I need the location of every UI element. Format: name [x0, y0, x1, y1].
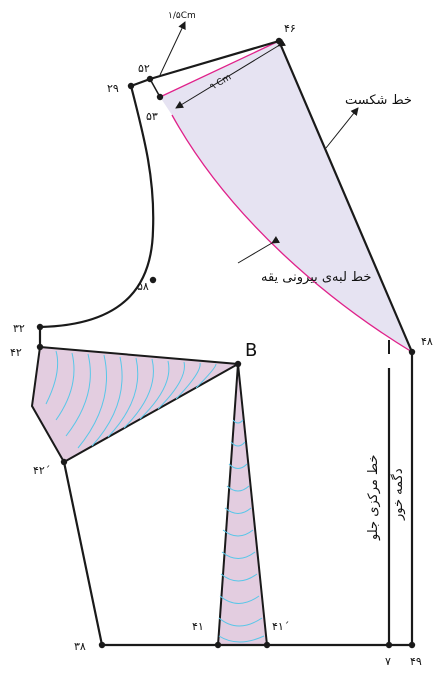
- label-point-29: ۲۹: [107, 82, 119, 95]
- label-point-32: ۳۲: [13, 322, 25, 335]
- label-point-41-prime: ۴۱´: [272, 620, 289, 633]
- label-center-front: خط مرکزی جلو: [366, 455, 381, 541]
- break-line-arrow: [325, 107, 359, 149]
- collar-area: [160, 41, 412, 352]
- label-point-48: ۴۸: [421, 335, 433, 348]
- side-dart: [30, 345, 242, 464]
- label-point-49: ۴۹: [410, 655, 422, 668]
- label-button-line: دگمه خور: [390, 468, 406, 521]
- vertical-dart-arcs: [218, 419, 265, 643]
- label-point-52: ۵۲: [138, 62, 150, 75]
- measure-9cm-arrow: [175, 38, 287, 109]
- label-point-38: ۳۸: [74, 640, 86, 653]
- neck-extension: [149, 78, 161, 98]
- label-point-42-prime: ۴۲´: [33, 464, 50, 477]
- label-break-line: خط شکست: [345, 93, 412, 108]
- label-outer-collar-edge: خط لبه‌ی بیرونی یقه: [261, 270, 371, 285]
- label-point-58: ۵۸: [137, 280, 149, 293]
- label-point-46: ۴۶: [284, 22, 296, 35]
- collar-edge-arrow: [237, 236, 281, 264]
- label-point-7: ۷: [385, 655, 391, 668]
- pattern-points: [36, 37, 416, 649]
- side-dart-arcs: [45, 350, 217, 449]
- label-point-41: ۴۱: [192, 620, 204, 633]
- label-measure-15cm: ۱/۵Cm: [168, 11, 196, 21]
- label-point-53: ۵۳: [146, 110, 158, 123]
- label-point-42: ۴۲: [10, 346, 22, 359]
- measure-15cm-arrow: [159, 21, 186, 76]
- label-point-b: B: [245, 340, 257, 361]
